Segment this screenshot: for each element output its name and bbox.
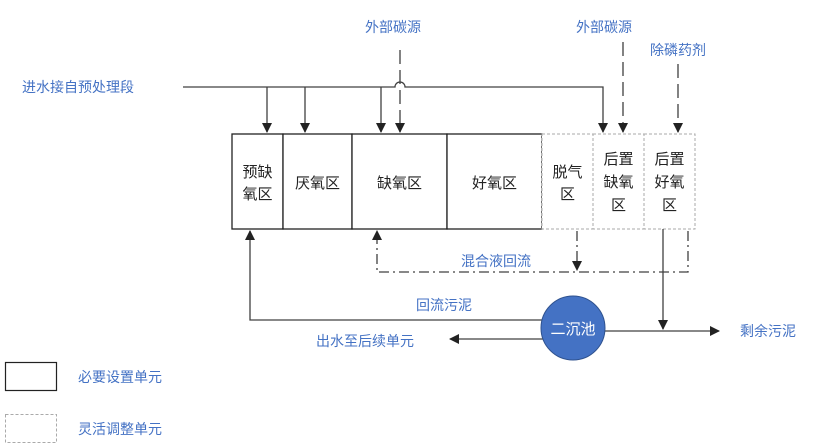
svg-text:二沉池: 二沉池 xyxy=(550,320,595,338)
return-sludge-line xyxy=(245,230,545,321)
influent-line xyxy=(183,81,608,133)
svg-text:缺氧区: 缺氧区 xyxy=(377,174,422,192)
svg-text:区: 区 xyxy=(662,196,677,214)
svg-text:氧区: 氧区 xyxy=(242,185,272,203)
svg-text:区: 区 xyxy=(611,196,626,214)
svg-text:后置: 后置 xyxy=(603,150,633,168)
zone-post-anoxic: 后置 缺氧 区 xyxy=(592,133,645,230)
mixed-liquor-return-label: 混合液回流 xyxy=(461,254,531,270)
mixed-liquor-return-line xyxy=(372,230,689,273)
secondary-clarifier: 二沉池 xyxy=(540,295,606,361)
svg-text:脱气: 脱气 xyxy=(552,163,582,181)
svg-text:后置: 后置 xyxy=(654,150,684,168)
zone-anaerobic: 厌氧区 xyxy=(282,133,353,230)
effluent-label: 出水至后续单元 xyxy=(316,333,414,350)
carbon-source-label-2: 外部碳源 xyxy=(576,20,632,36)
carbon-source-label: 外部碳源 xyxy=(365,20,421,36)
influent-label: 进水接自预处理段 xyxy=(22,79,134,96)
legend-required: 必要设置单元 xyxy=(4,361,162,392)
zone-aerobic: 好氧区 xyxy=(446,133,543,230)
zone-post-aerobic: 后置 好氧 区 xyxy=(643,133,696,230)
zone-anoxic: 缺氧区 xyxy=(351,133,448,230)
svg-text:缺氧: 缺氧 xyxy=(603,173,633,191)
svg-text:灵活调整单元: 灵活调整单元 xyxy=(78,422,162,438)
return-sludge-label: 回流污泥 xyxy=(416,298,472,314)
svg-text:预缺: 预缺 xyxy=(242,163,272,181)
legend-optional: 灵活调整单元 xyxy=(5,414,162,443)
svg-text:区: 区 xyxy=(560,185,575,203)
zone-degassing: 脱气 区 xyxy=(541,133,594,230)
phosphorus-agent-label: 除磷药剂 xyxy=(650,43,706,59)
svg-text:厌氧区: 厌氧区 xyxy=(295,174,340,192)
excess-sludge-label: 剩余污泥 xyxy=(740,323,796,340)
zone-pre-anoxic: 预缺 氧区 xyxy=(231,133,284,230)
svg-text:好氧区: 好氧区 xyxy=(472,174,517,192)
svg-text:必要设置单元: 必要设置单元 xyxy=(78,370,162,386)
svg-text:好氧: 好氧 xyxy=(654,173,684,191)
